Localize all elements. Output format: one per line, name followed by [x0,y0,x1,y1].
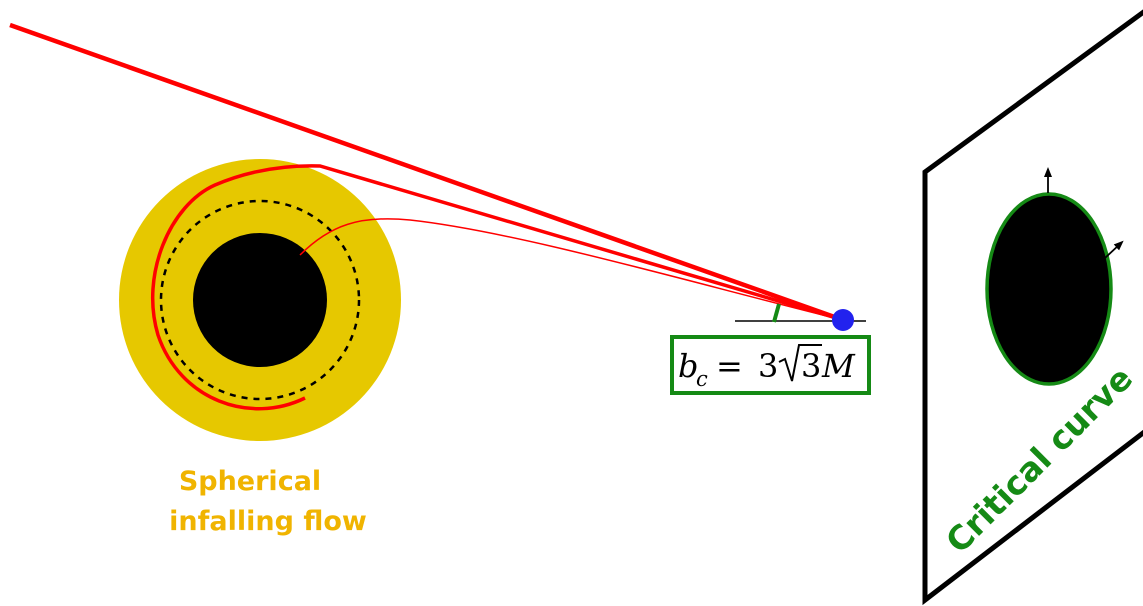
root-value: 3 [801,347,821,385]
angle-arc [772,303,781,323]
impact-parameter-b: b [678,347,698,385]
photon-sphere-ring [159,199,361,401]
square-root-sign [778,344,822,382]
mass-symbol: M [821,347,856,385]
black-hole [193,233,327,367]
impact-parameter-equation: b c = 3 3 M [678,344,856,391]
orbiting-photon-ray [150,164,844,411]
coefficient: 3 [758,347,778,385]
impact-parameter-subscript: c [696,367,708,391]
critical-curve-arrow-right [1104,240,1124,259]
impact-parameter-box [670,335,871,395]
flow-label-line2: infalling flow [169,506,367,537]
horizon-photon-ray [299,218,844,321]
critical-curve-shadow [985,192,1113,386]
equals-sign: = [716,347,743,385]
observer-dot [832,309,854,331]
distant-photon-ray [9,22,844,323]
flow-label-line1: Spherical [179,466,321,497]
